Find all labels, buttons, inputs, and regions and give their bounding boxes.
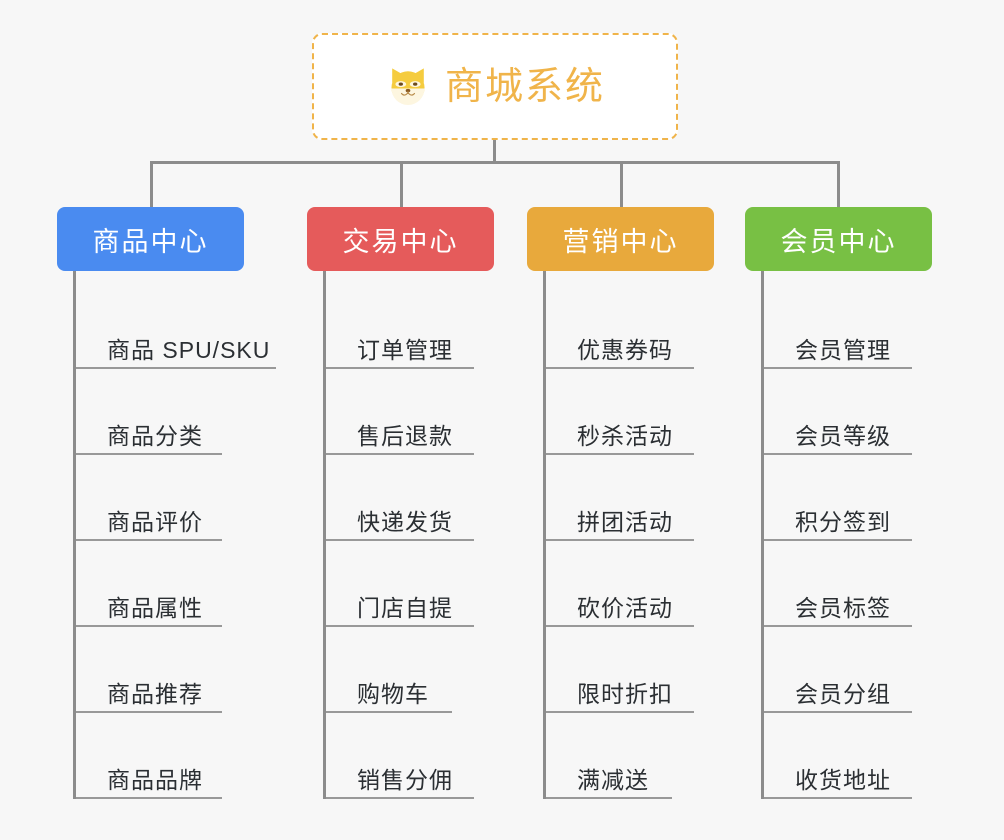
leaf-label: 优惠券码 [577,336,673,363]
leaf-label: 限时折扣 [577,680,673,707]
leaf-label: 售后退款 [357,422,453,449]
list-item[interactable]: 快递发货 [326,455,494,541]
list-item[interactable]: 收货地址 [764,713,932,799]
leaf-underline [764,797,912,799]
leaf-underline [546,453,694,455]
shiba-dog-face-icon [385,64,431,110]
list-item[interactable]: 商品评价 [76,455,244,541]
leaf-underline [546,711,694,713]
leaf-list-1: 商品 SPU/SKU 商品分类 商品评价 商品属性 商品推荐 商品品牌 [73,271,276,799]
leaf-underline [764,539,912,541]
list-item[interactable]: 门店自提 [326,541,494,627]
connector-drop-branch-2 [400,161,403,207]
list-item[interactable]: 购物车 [326,627,494,713]
leaf-label: 销售分佣 [357,766,453,793]
leaf-underline [76,797,222,799]
leaf-label: 满减送 [577,766,649,793]
list-item[interactable]: 订单管理 [326,283,494,369]
connector-root-stem [493,140,496,162]
leaf-underline [764,367,912,369]
leaf-label: 订单管理 [357,336,453,363]
leaf-underline [326,625,474,627]
connector-drop-branch-3 [620,161,623,207]
leaf-label: 会员分组 [795,680,891,707]
connector-drop-branch-4 [837,161,840,207]
branch-header-trade-center[interactable]: 交易中心 [307,207,494,271]
leaf-label: 快递发货 [357,508,453,535]
branch-header-label: 营销中心 [562,226,679,257]
leaf-underline [546,367,694,369]
leaf-underline [546,539,694,541]
list-item[interactable]: 会员分组 [764,627,932,713]
leaf-label: 会员管理 [795,336,891,363]
leaf-underline [326,367,474,369]
leaf-underline [76,539,222,541]
branch-header-member-center[interactable]: 会员中心 [745,207,932,271]
list-item[interactable]: 会员标签 [764,541,932,627]
leaf-list-4: 会员管理 会员等级 积分签到 会员标签 会员分组 收货地址 [761,271,932,799]
branch-column-3: 营销中心 优惠券码 秒杀活动 拼团活动 砍价活动 限时折扣 [527,207,714,799]
leaf-underline [76,625,222,627]
branch-column-2: 交易中心 订单管理 售后退款 快递发货 门店自提 购物车 [307,207,494,799]
leaf-underline [76,367,276,369]
leaf-underline [326,797,474,799]
branch-column-4: 会员中心 会员管理 会员等级 积分签到 会员标签 会员分组 [745,207,932,799]
leaf-list-3: 优惠券码 秒杀活动 拼团活动 砍价活动 限时折扣 满减送 [543,271,714,799]
leaf-label: 商品品牌 [107,766,203,793]
leaf-label: 门店自提 [357,594,453,621]
root-title: 商城系统 [444,65,605,108]
list-item[interactable]: 商品品牌 [76,713,244,799]
leaf-label: 积分签到 [795,508,891,535]
leaf-underline [546,797,672,799]
leaf-underline [764,711,912,713]
leaf-label: 购物车 [357,680,429,707]
leaf-underline [76,453,222,455]
branch-header-product-center[interactable]: 商品中心 [57,207,244,271]
list-item[interactable]: 商品推荐 [76,627,244,713]
leaf-label: 秒杀活动 [577,422,673,449]
list-item[interactable]: 商品 SPU/SKU [76,283,276,369]
leaf-label: 收货地址 [795,766,891,793]
leaf-underline [326,539,474,541]
leaf-list-2: 订单管理 售后退款 快递发货 门店自提 购物车 销售分佣 [323,271,494,799]
branch-header-label: 会员中心 [780,226,897,257]
leaf-label: 会员标签 [795,594,891,621]
list-item[interactable]: 满减送 [546,713,714,799]
leaf-underline [764,453,912,455]
leaf-label: 会员等级 [795,422,891,449]
connector-drop-branch-1 [150,161,153,207]
leaf-label: 商品评价 [107,508,203,535]
leaf-label: 商品属性 [107,594,203,621]
branch-header-label: 商品中心 [92,226,209,257]
list-item[interactable]: 商品分类 [76,369,244,455]
leaf-underline [764,625,912,627]
list-item[interactable]: 售后退款 [326,369,494,455]
list-item[interactable]: 积分签到 [764,455,932,541]
leaf-underline [546,625,694,627]
leaf-underline [326,453,474,455]
root-node[interactable]: 商城系统 [312,33,678,140]
leaf-underline [326,711,452,713]
leaf-label: 商品分类 [107,422,203,449]
list-item[interactable]: 拼团活动 [546,455,714,541]
list-item[interactable]: 限时折扣 [546,627,714,713]
leaf-label: 商品 SPU/SKU [107,336,271,363]
list-item[interactable]: 会员管理 [764,283,932,369]
leaf-label: 商品推荐 [107,680,203,707]
connector-horizontal-bar [150,161,840,164]
branch-header-label: 交易中心 [342,226,459,257]
list-item[interactable]: 销售分佣 [326,713,494,799]
leaf-underline [76,711,222,713]
list-item[interactable]: 会员等级 [764,369,932,455]
leaf-label: 砍价活动 [577,594,673,621]
branch-column-1: 商品中心 商品 SPU/SKU 商品分类 商品评价 商品属性 商品推荐 [57,207,276,799]
list-item[interactable]: 秒杀活动 [546,369,714,455]
list-item[interactable]: 优惠券码 [546,283,714,369]
leaf-label: 拼团活动 [577,508,673,535]
branch-header-marketing-center[interactable]: 营销中心 [527,207,714,271]
list-item[interactable]: 商品属性 [76,541,244,627]
list-item[interactable]: 砍价活动 [546,541,714,627]
